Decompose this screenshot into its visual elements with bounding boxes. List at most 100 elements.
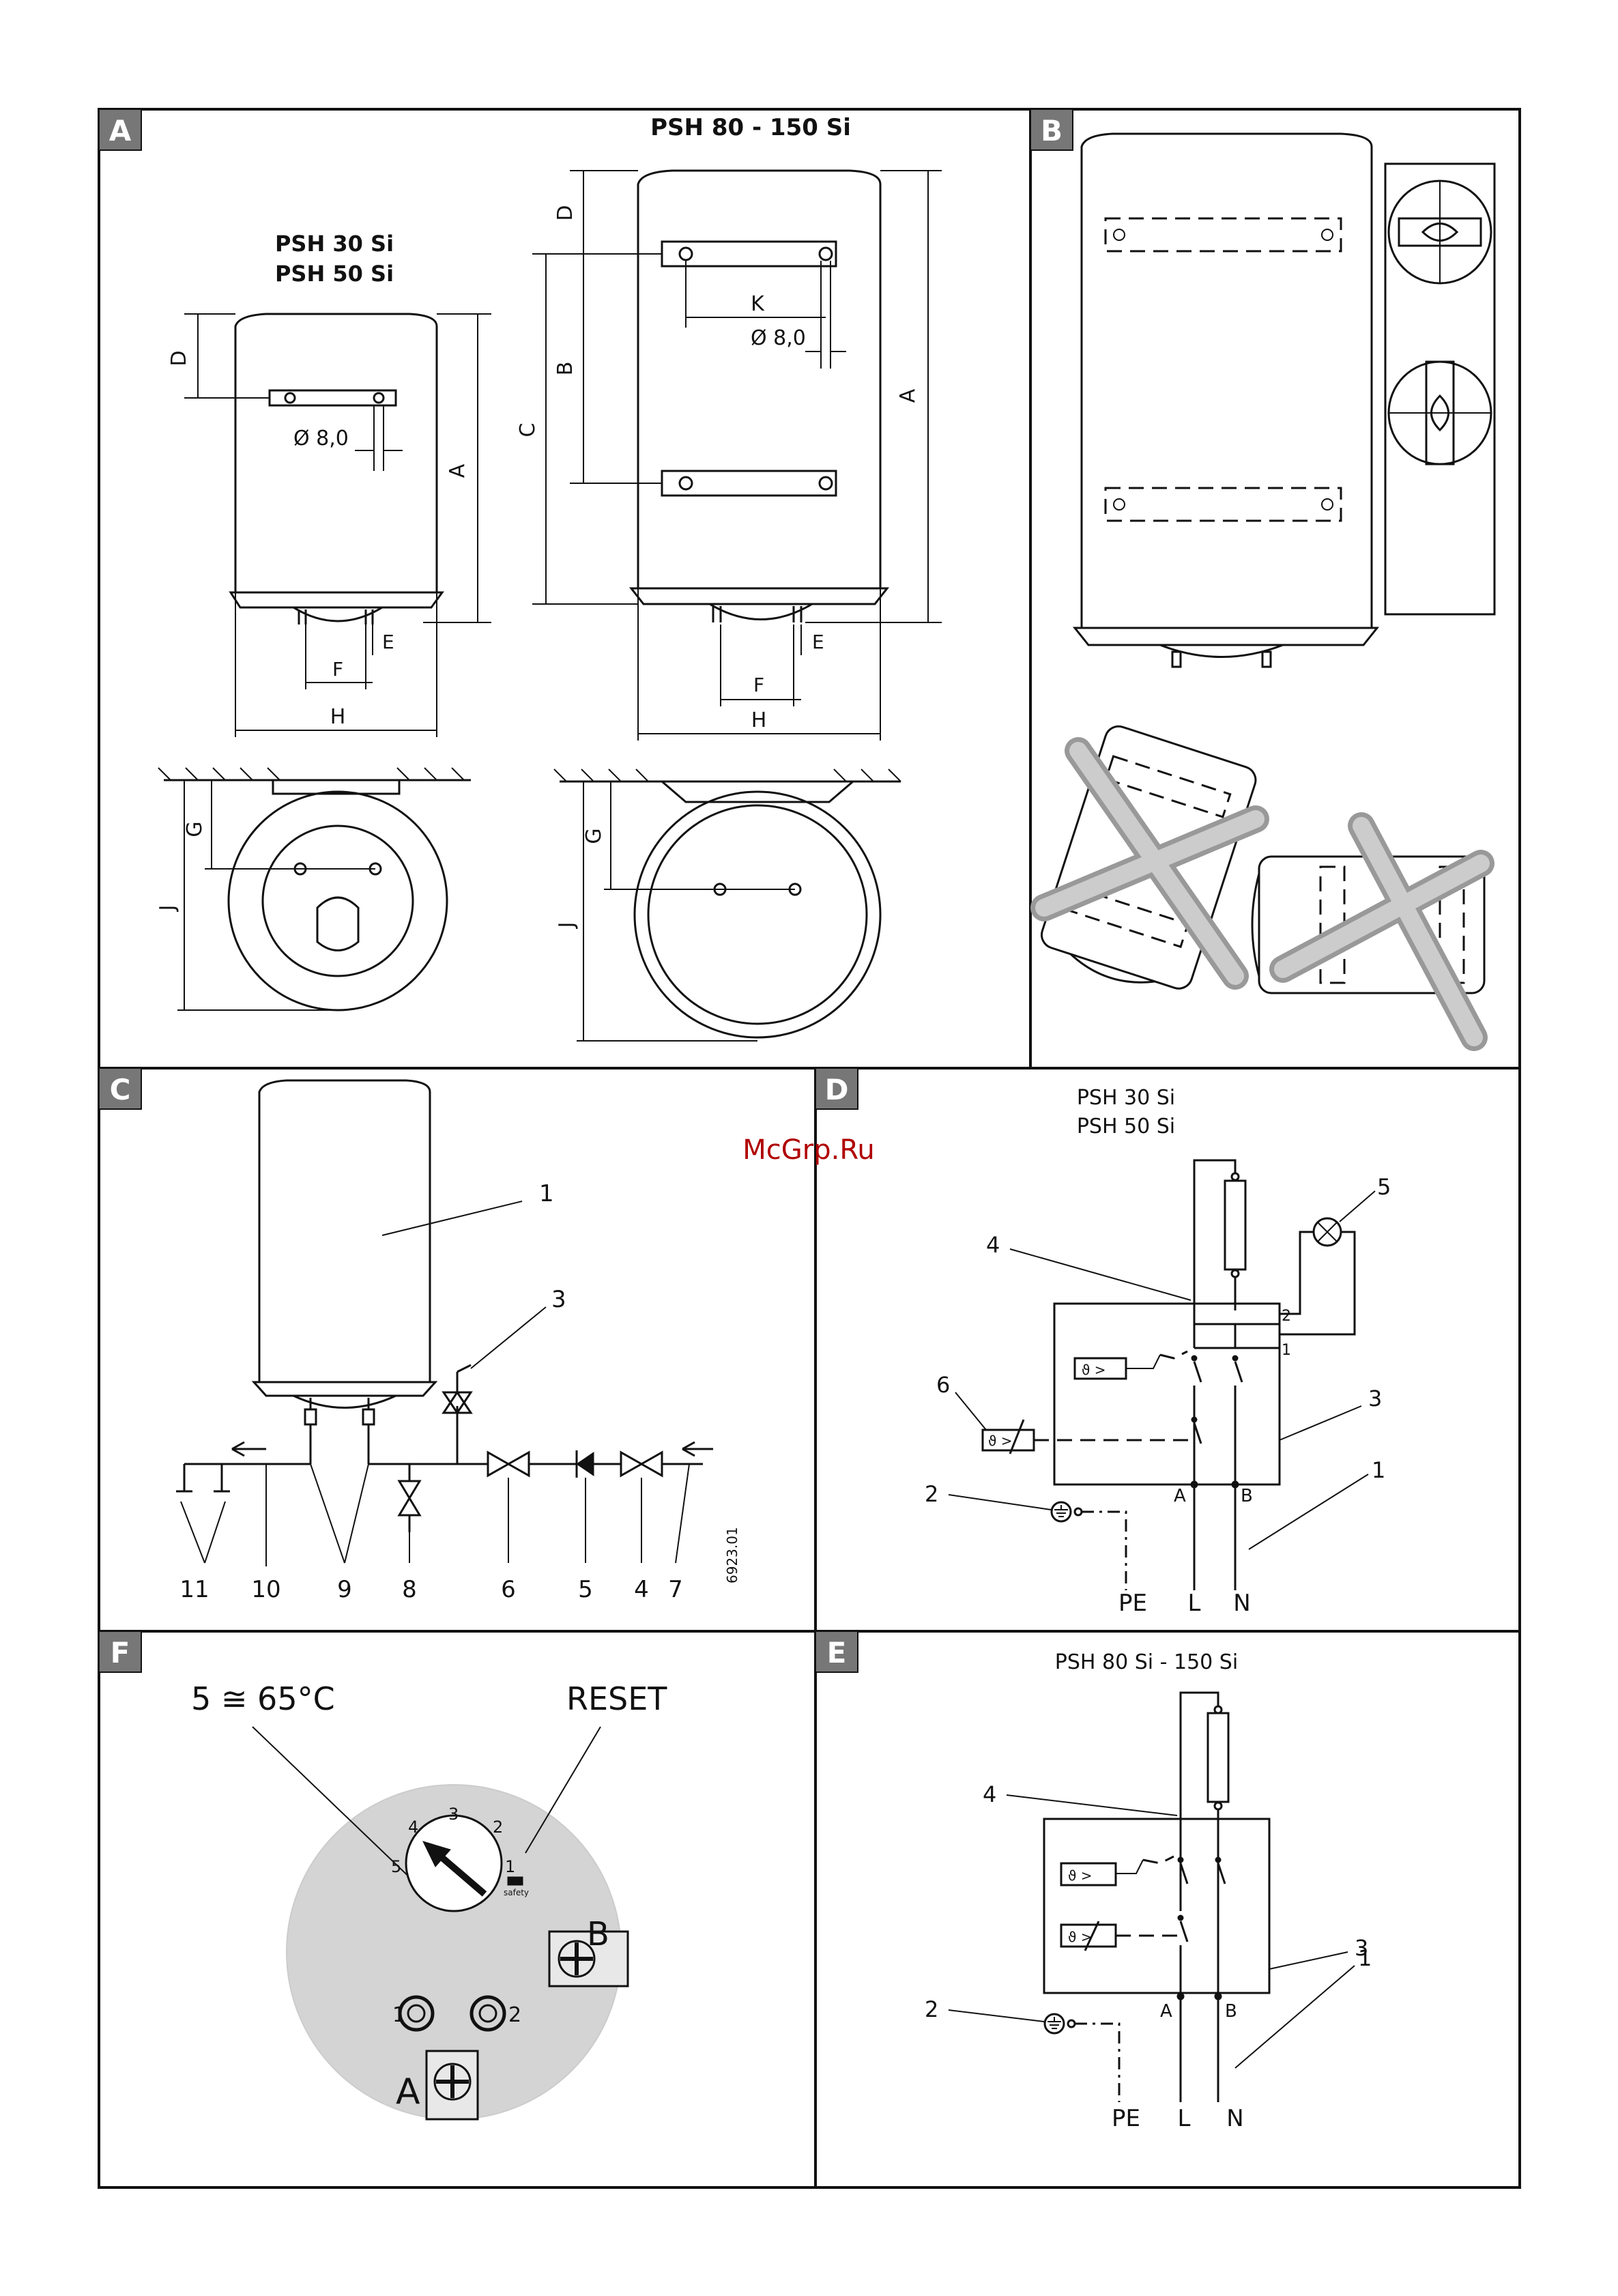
badge-f: F [99, 1631, 141, 1672]
svg-text:5: 5 [578, 1576, 593, 1603]
svg-text:ϑ >: ϑ > [1068, 1867, 1093, 1884]
small-heater-front-view: Ø 8,0 D A E F H [167, 314, 491, 737]
svg-text:A: A [109, 114, 132, 147]
svg-text:A: A [1174, 1486, 1186, 1506]
svg-text:1: 1 [392, 2003, 405, 2027]
svg-text:ϑ >: ϑ > [988, 1433, 1013, 1449]
svg-text:L: L [1178, 2105, 1191, 2132]
svg-text:4: 4 [986, 1232, 1000, 1258]
svg-text:F: F [753, 674, 764, 696]
svg-text:7: 7 [668, 1576, 683, 1603]
svg-text:A: A [1160, 2001, 1172, 2022]
panel-a-dimension-drawings: PSH 80 - 150 Si PSH 30 Si PSH 50 Si Ø 8,… [156, 114, 942, 1041]
svg-text:safety: safety [504, 1888, 529, 1897]
svg-text:PSH 80 Si - 150 Si: PSH 80 Si - 150 Si [1055, 1650, 1238, 1674]
svg-text:5: 5 [1377, 1174, 1391, 1200]
svg-text:4: 4 [634, 1576, 649, 1603]
svg-text:4: 4 [983, 1781, 996, 1807]
svg-text:1: 1 [1372, 1457, 1385, 1483]
svg-text:E: E [382, 631, 394, 653]
svg-text:D: D [825, 1073, 849, 1106]
svg-text:10: 10 [251, 1576, 280, 1603]
svg-text:N: N [1226, 2105, 1243, 2132]
svg-text:C: C [516, 423, 540, 437]
svg-text:1: 1 [505, 1857, 515, 1876]
svg-text:F: F [332, 658, 343, 680]
reset-button[interactable] [508, 1877, 523, 1885]
level-gauges [1385, 164, 1494, 614]
svg-text:2: 2 [1282, 1308, 1291, 1325]
svg-text:E: E [827, 1636, 847, 1669]
svg-text:9: 9 [337, 1576, 352, 1603]
svg-text:L: L [1188, 1590, 1201, 1617]
svg-text:1: 1 [1358, 1945, 1372, 1971]
svg-text:PSH 50 Si: PSH 50 Si [1077, 1115, 1175, 1138]
badge-d: D [815, 1068, 858, 1109]
vertical-heater-correct [1075, 134, 1377, 667]
svg-text:PE: PE [1118, 1590, 1147, 1617]
small-heater-top-view: G J [156, 768, 471, 1010]
svg-text:3: 3 [551, 1286, 566, 1313]
panel-c-plumbing-scheme: 1 3 [176, 1080, 740, 1603]
svg-text:2: 2 [508, 2003, 521, 2027]
panel-b-mounting-orientation [1035, 134, 1494, 1037]
svg-text:E: E [812, 631, 824, 653]
panel-f-control-panel: 5 ≅ 65°C RESET 1 2 3 4 5 safety B 1 2 A [191, 1680, 667, 2119]
svg-text:6: 6 [501, 1576, 516, 1603]
model-title-large: PSH 80 - 150 Si [650, 114, 851, 141]
svg-text:8: 8 [402, 1576, 417, 1603]
svg-text:5: 5 [391, 1857, 401, 1876]
svg-text:11: 11 [179, 1576, 209, 1603]
svg-text:B: B [553, 362, 577, 376]
svg-text:Ø 8,0: Ø 8,0 [751, 326, 806, 350]
panel-d-wiring-small: PSH 30 Si PSH 50 Si 5 2 1 ϑ > ϑ > [925, 1086, 1391, 1617]
badge-b: B [1030, 109, 1073, 150]
model-title-small-2: PSH 50 Si [275, 261, 394, 287]
badge-c: C [99, 1068, 141, 1109]
svg-text:6: 6 [936, 1372, 950, 1398]
temperature-setting-label: 5 ≅ 65°C [191, 1680, 335, 1717]
tilted-heater-wrong [1035, 723, 1259, 1002]
svg-text:N: N [1233, 1590, 1250, 1617]
svg-text:ϑ >: ϑ > [1082, 1362, 1106, 1378]
svg-text:PSH 30 Si: PSH 30 Si [1077, 1086, 1175, 1110]
svg-text:A: A [396, 2071, 420, 2112]
badge-a: A [99, 109, 141, 150]
svg-text:B: B [1241, 1486, 1253, 1506]
svg-text:A: A [896, 388, 920, 403]
svg-text:G: G [183, 821, 207, 837]
svg-text:F: F [111, 1636, 130, 1669]
model-title-small-1: PSH 30 Si [275, 231, 394, 257]
svg-text:2: 2 [925, 1996, 938, 2022]
svg-text:6923.01: 6923.01 [724, 1527, 740, 1583]
svg-text:2: 2 [493, 1818, 503, 1837]
badge-e: E [815, 1631, 858, 1672]
svg-text:H: H [751, 708, 767, 732]
large-heater-top-view: G J [554, 769, 901, 1041]
svg-text:D: D [553, 205, 577, 220]
svg-text:J: J [555, 922, 579, 930]
svg-text:PE: PE [1112, 2105, 1140, 2132]
svg-text:A: A [446, 463, 469, 478]
svg-text:3: 3 [448, 1805, 459, 1824]
svg-text:3: 3 [1368, 1386, 1382, 1411]
reset-label: RESET [566, 1680, 667, 1717]
svg-text:Ø 8,0: Ø 8,0 [293, 427, 349, 450]
svg-text:B: B [587, 1915, 609, 1953]
svg-text:G: G [582, 828, 606, 844]
svg-text:D: D [167, 350, 191, 366]
svg-text:H: H [330, 705, 346, 729]
horizontal-heater-wrong [1252, 826, 1484, 1037]
svg-text:K: K [751, 292, 765, 316]
svg-text:J: J [156, 905, 179, 913]
watermark-text: McGrp.Ru [742, 1134, 874, 1166]
svg-text:1: 1 [1282, 1342, 1291, 1359]
panel-e-wiring-large: PSH 80 Si - 150 Si ϑ > ϑ > 4 3 A B [925, 1650, 1372, 2132]
svg-text:B: B [1041, 114, 1063, 147]
svg-text:C: C [110, 1073, 131, 1106]
svg-text:2: 2 [925, 1481, 938, 1507]
svg-text:4: 4 [408, 1818, 418, 1837]
svg-text:1: 1 [539, 1180, 554, 1207]
svg-text:B: B [1225, 2001, 1237, 2022]
